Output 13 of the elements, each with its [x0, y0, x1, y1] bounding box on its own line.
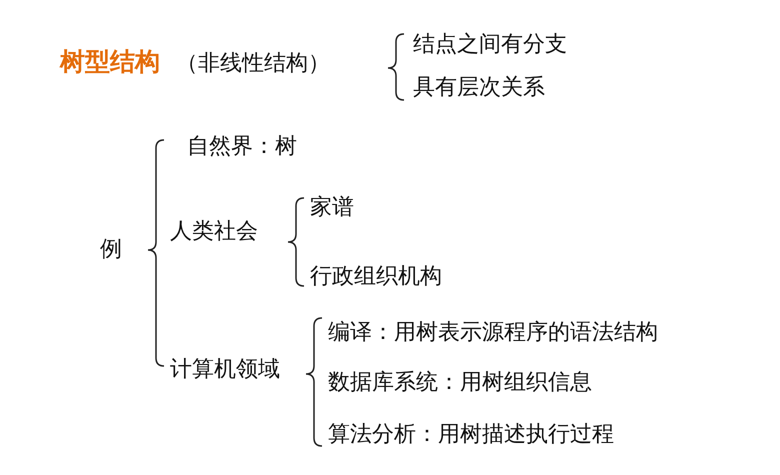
item-text: 家谱: [310, 194, 354, 222]
item-text: 算法分析：用树描述执行过程: [328, 421, 614, 449]
item-text: 自然界：树: [187, 133, 297, 161]
title-text: 树型结构: [60, 48, 160, 76]
item-text: 行政组织机构: [310, 263, 442, 291]
item-text: 具有层次关系: [413, 74, 545, 102]
item-text: 编译：用树表示源程序的语法结构: [328, 319, 658, 347]
item-text: 人类社会: [170, 218, 258, 246]
example-label: 例: [100, 236, 122, 264]
item-text: 计算机领域: [170, 356, 280, 384]
item-text: 数据库系统：用树组织信息: [328, 369, 592, 397]
subtitle-text: （非线性结构）: [176, 50, 330, 78]
item-text: 结点之间有分支: [413, 31, 567, 59]
